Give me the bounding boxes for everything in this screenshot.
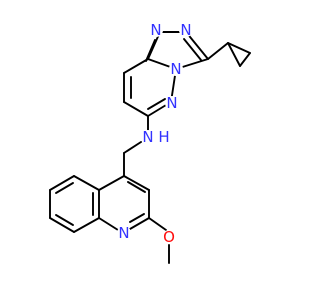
atom-n-triazole-2: N <box>179 21 193 39</box>
molecule-structure-diagram: N N N N N H N O <box>49 21 251 264</box>
bond-amine-2 <box>123 141 142 154</box>
atom-label-n: N <box>170 60 181 78</box>
bond-triazole-1 <box>185 31 209 60</box>
atom-n-triazole-1: N <box>149 21 163 39</box>
bond-triazole-3-double <box>145 39 156 62</box>
bonds <box>49 31 251 264</box>
bond-quinoline-1 <box>123 175 150 191</box>
atom-label-n: N <box>150 21 161 39</box>
atom-label-n: N <box>166 94 177 112</box>
bond-pyridazine-1 <box>123 58 149 74</box>
atom-label-n: N <box>180 21 191 39</box>
atom-label-n: N <box>118 224 129 242</box>
bond-pyridazine-3 <box>123 101 149 117</box>
bond-benzo-4-double <box>55 214 74 226</box>
atom-o-methoxy: O <box>162 228 176 246</box>
bond-cyclopropyl-1 <box>207 42 229 60</box>
bond-benzo-2 <box>49 175 75 191</box>
atom-label-o: O <box>163 228 175 246</box>
atom-n-amine: N <box>141 128 155 146</box>
bond-methoxy-1 <box>148 217 167 231</box>
bond-benzo-4 <box>49 217 75 233</box>
bond-quinoline-3 <box>129 217 150 230</box>
atom-h-amine: H <box>158 128 170 146</box>
bond-triazole-1-double <box>183 38 202 61</box>
bond-benzo-2-double <box>55 182 74 194</box>
atom-label-h: H <box>158 128 169 146</box>
bond-cyclopropyl-4 <box>239 52 251 67</box>
bond-quinoline-1-double <box>127 181 146 193</box>
bond-quinoline-4 <box>98 217 119 231</box>
bond-cyclopropyl-2 <box>227 42 251 54</box>
bond-pyridazine-4-double <box>147 98 166 110</box>
atom-label-n: N <box>142 128 153 146</box>
atom-n-bridge: N <box>169 60 183 78</box>
bond-benzo-1 <box>73 175 100 191</box>
bond-quinoline-6 <box>98 175 125 191</box>
atom-n-pyridazine: N <box>165 94 179 112</box>
bond-cyclopropyl-3 <box>227 42 241 67</box>
bond-quinoline-3-double <box>129 213 145 223</box>
atom-labels: N N N N N H N O <box>117 21 193 246</box>
atom-n-quinoline: N <box>117 224 131 242</box>
bond-benzo-5 <box>73 217 100 233</box>
